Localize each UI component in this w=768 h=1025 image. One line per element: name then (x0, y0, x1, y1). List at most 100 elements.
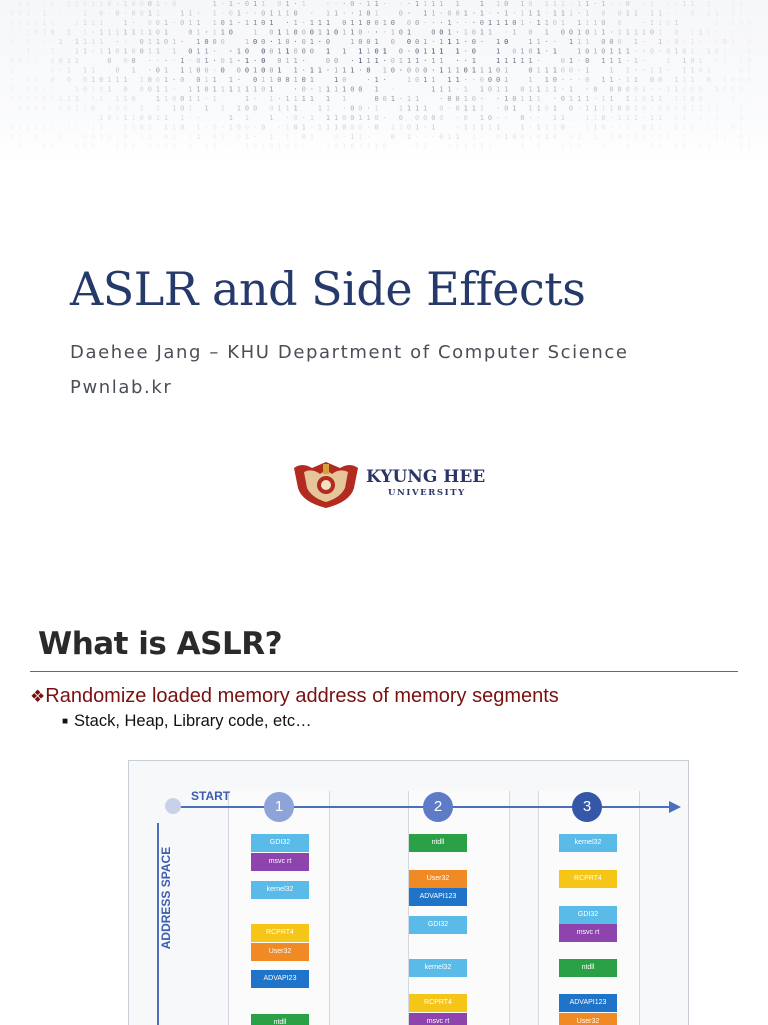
svg-text:1: 1 (123, 124, 127, 132)
svg-text:0: 0 (747, 76, 751, 84)
svg-text:·: · (407, 10, 411, 18)
svg-text:0: 0 (302, 48, 306, 56)
svg-text:0: 0 (456, 105, 460, 113)
svg-text:1: 1 (569, 38, 573, 46)
svg-text:·: · (399, 67, 403, 75)
svg-text:1: 1 (528, 105, 532, 113)
svg-text:1: 1 (488, 124, 492, 132)
svg-text:·: · (302, 143, 306, 151)
svg-text:0: 0 (140, 0, 144, 8)
svg-text:1: 1 (512, 57, 516, 65)
svg-text:1: 1 (75, 105, 79, 113)
svg-text:0: 0 (472, 48, 476, 56)
svg-text:1: 1 (59, 95, 63, 103)
svg-text:0: 0 (342, 124, 346, 132)
svg-text:1: 1 (26, 10, 30, 18)
svg-text:1: 1 (739, 124, 743, 132)
svg-text:0: 0 (140, 86, 144, 94)
svg-text:0: 0 (148, 0, 152, 8)
website-link[interactable]: Pwnlab.kr (70, 377, 173, 398)
svg-text:0: 0 (253, 105, 257, 113)
svg-text:0: 0 (561, 124, 565, 132)
svg-text:1: 1 (609, 57, 613, 65)
svg-text:0: 0 (180, 76, 184, 84)
svg-text:0: 0 (528, 0, 532, 8)
svg-text:0: 0 (83, 133, 87, 141)
svg-text:1: 1 (18, 124, 22, 132)
svg-text:1: 1 (674, 48, 678, 56)
svg-text:1: 1 (26, 29, 30, 37)
svg-text:0: 0 (528, 29, 532, 37)
svg-text:0: 0 (747, 48, 751, 56)
svg-text:·: · (196, 143, 200, 151)
svg-text:0: 0 (172, 95, 176, 103)
svg-text:1: 1 (528, 133, 532, 141)
svg-text:·: · (253, 133, 257, 141)
svg-text:·: · (294, 38, 298, 46)
svg-text:0: 0 (601, 38, 605, 46)
svg-text:·: · (682, 10, 686, 18)
svg-text:1: 1 (91, 76, 95, 84)
svg-text:1: 1 (488, 29, 492, 37)
svg-text:1: 1 (528, 57, 532, 65)
svg-text:1: 1 (59, 38, 63, 46)
svg-text:0: 0 (91, 133, 95, 141)
svg-text:1: 1 (26, 76, 30, 84)
svg-text:0: 0 (472, 95, 476, 103)
svg-text:1: 1 (237, 105, 241, 113)
svg-text:·: · (253, 57, 257, 65)
svg-text:1: 1 (464, 95, 468, 103)
svg-text:1: 1 (634, 29, 638, 37)
svg-text:1: 1 (326, 29, 330, 37)
memory-block: ADVAPI123 (559, 994, 617, 1012)
svg-text:1: 1 (747, 67, 751, 75)
svg-text:0: 0 (504, 0, 508, 8)
svg-text:0: 0 (585, 48, 589, 56)
svg-text:0: 0 (699, 95, 703, 103)
svg-text:1: 1 (107, 86, 111, 94)
svg-text:0: 0 (253, 76, 257, 84)
column-1 (228, 791, 330, 1025)
svg-text:0: 0 (107, 114, 111, 122)
svg-text:0: 0 (140, 48, 144, 56)
svg-text:0: 0 (456, 95, 460, 103)
svg-text:0: 0 (285, 76, 289, 84)
svg-text:0: 0 (18, 105, 22, 113)
svg-text:1: 1 (172, 48, 176, 56)
svg-text:·: · (439, 10, 443, 18)
svg-text:·: · (715, 38, 719, 46)
svg-text:1: 1 (528, 76, 532, 84)
svg-text:1: 1 (164, 29, 168, 37)
svg-text:1: 1 (342, 86, 346, 94)
svg-text:0: 0 (253, 38, 257, 46)
svg-text:0: 0 (618, 10, 622, 18)
svg-text:0: 0 (140, 124, 144, 132)
svg-text:1: 1 (334, 114, 338, 122)
svg-text:·: · (456, 29, 460, 37)
svg-text:0: 0 (326, 38, 330, 46)
svg-text:1: 1 (658, 10, 662, 18)
svg-text:0: 0 (383, 143, 387, 151)
svg-text:0: 0 (59, 105, 63, 113)
svg-text:1: 1 (366, 114, 370, 122)
svg-text:1: 1 (67, 124, 71, 132)
svg-text:1: 1 (172, 105, 176, 113)
svg-text:1: 1 (504, 76, 508, 84)
svg-text:0: 0 (690, 10, 694, 18)
step-number-3: 3 (572, 792, 602, 822)
svg-text:0: 0 (366, 19, 370, 27)
memory-block: msvc rt (409, 1013, 467, 1025)
svg-text:·: · (431, 133, 435, 141)
svg-text:1: 1 (707, 10, 711, 18)
svg-text:·: · (731, 29, 735, 37)
svg-text:1: 1 (407, 29, 411, 37)
svg-text:0: 0 (585, 57, 589, 65)
svg-text:1: 1 (10, 133, 14, 141)
svg-text:0: 0 (358, 105, 362, 113)
svg-text:0: 0 (213, 124, 217, 132)
svg-text:·: · (383, 114, 387, 122)
svg-text:1: 1 (269, 114, 273, 122)
svg-text:1: 1 (537, 10, 541, 18)
svg-text:1: 1 (318, 105, 322, 113)
svg-text:1: 1 (75, 0, 79, 8)
